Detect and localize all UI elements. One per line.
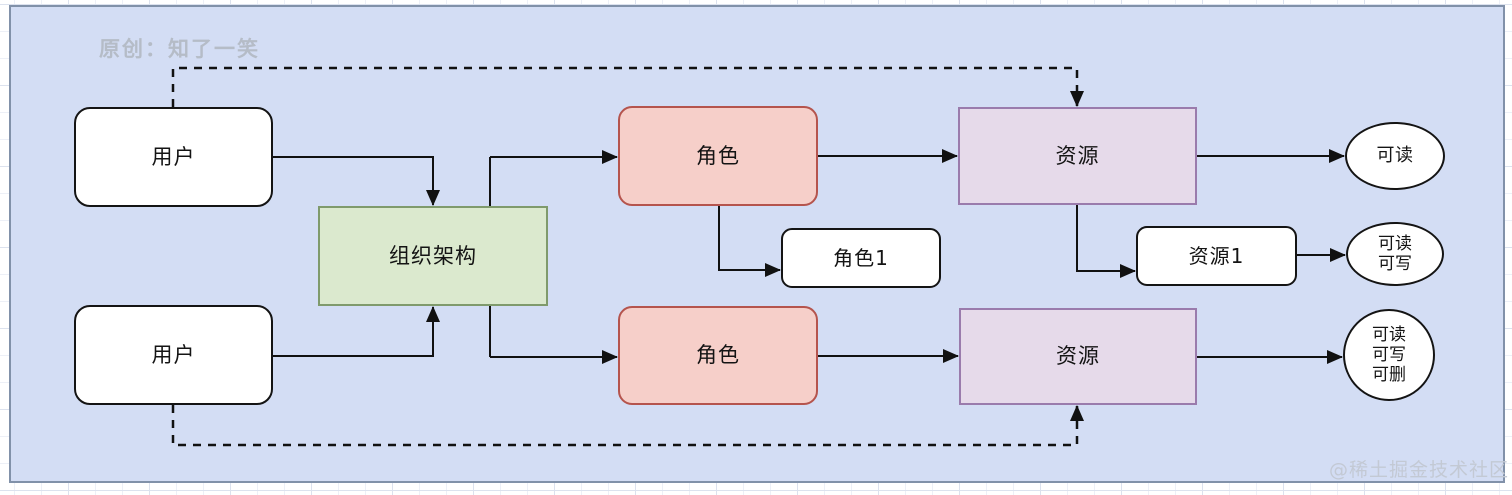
perm-read-write-line2: 可写 — [1378, 254, 1412, 274]
perm-read-line: 可读 — [1376, 144, 1414, 166]
node-user-bottom: 用户 — [74, 305, 273, 405]
perm-rwd-line1: 可读 — [1372, 324, 1406, 345]
edge-user-top-to-resource-top — [171, 66, 1084, 107]
node-user-top-label: 用户 — [151, 144, 196, 169]
node-role1-label: 角色1 — [833, 245, 889, 270]
node-resource-top-label: 资源 — [1055, 143, 1100, 168]
node-organization: 组织架构 — [318, 206, 548, 306]
node-role-top-label: 角色 — [696, 143, 740, 168]
node-perm-read-write: 可读 可写 — [1346, 222, 1444, 286]
community-watermark: @稀土掘金技术社区 — [1329, 459, 1510, 481]
node-resource-bottom-label: 资源 — [1056, 344, 1100, 369]
node-organization-label: 组织架构 — [389, 243, 477, 268]
node-resource-bottom: 资源 — [959, 308, 1197, 405]
node-perm-read-write-delete: 可读 可写 可删 — [1343, 309, 1435, 401]
perm-rwd-line3: 可删 — [1372, 365, 1406, 386]
author-watermark: 原创：知了一笑 — [99, 37, 260, 61]
node-perm-read: 可读 — [1345, 122, 1445, 190]
node-resource1: 资源1 — [1136, 226, 1297, 286]
node-resource-top: 资源 — [958, 107, 1197, 205]
node-role-bottom-label: 角色 — [696, 343, 740, 368]
edge-user-bottom-to-resource-bottom — [171, 405, 1084, 447]
edge-role-top-to-role1 — [718, 206, 781, 277]
node-user-top: 用户 — [74, 107, 273, 207]
edge-user-bottom-to-org — [273, 306, 440, 357]
node-user-bottom-label: 用户 — [151, 342, 196, 367]
node-role-top: 角色 — [618, 106, 818, 206]
perm-read-write-line1: 可读 — [1378, 233, 1412, 254]
edge-user-top-to-org — [273, 156, 440, 206]
node-role1: 角色1 — [781, 228, 941, 288]
edge-resource-top-to-resource1 — [1076, 205, 1136, 278]
perm-rwd-line2: 可写 — [1372, 344, 1406, 365]
node-resource1-label: 资源1 — [1188, 243, 1245, 268]
node-role-bottom: 角色 — [618, 306, 818, 405]
